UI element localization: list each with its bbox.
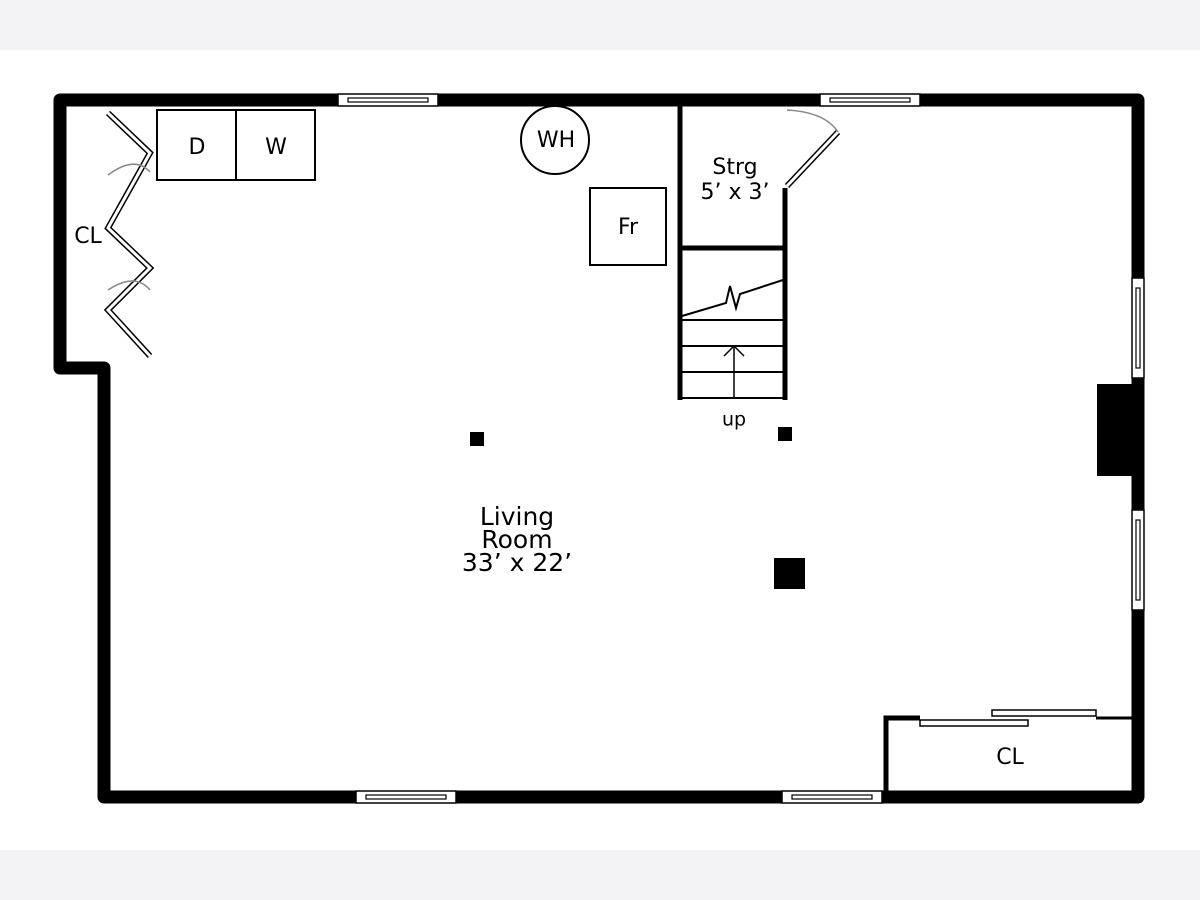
water-heater	[520, 105, 590, 175]
closet-bottom-sliding-doors	[919, 709, 1097, 727]
closet-bottom-label: CL	[996, 745, 1024, 770]
fireplace	[1097, 384, 1133, 476]
stairs-direction-label: up	[722, 409, 746, 431]
storage-name-label: Strg	[712, 155, 757, 180]
storage-dims-label: 5’ x 3’	[701, 180, 770, 205]
column-large	[774, 558, 805, 589]
exterior-wall	[53, 93, 1145, 804]
storage-door	[784, 109, 841, 189]
room-dims-label: 33’ x 22’	[462, 548, 572, 577]
window-top-left	[337, 93, 439, 107]
post-left	[470, 432, 484, 446]
window-bottom-right	[781, 790, 883, 804]
closet-bottom-wall	[883, 715, 920, 791]
window-right-upper	[1131, 277, 1145, 379]
window-right-lower	[1131, 509, 1145, 611]
room-name-line2: Room	[481, 525, 552, 554]
water-heater-label: WH	[537, 128, 575, 153]
washer-box	[235, 109, 316, 181]
dryer-label: D	[189, 135, 206, 160]
post-right	[778, 427, 792, 441]
closet-left-bifold-door	[103, 110, 155, 359]
stairs	[681, 279, 784, 399]
fridge-box	[589, 187, 667, 266]
dryer-box	[156, 109, 237, 181]
room-name-line1: Living	[480, 502, 554, 531]
fridge-label: Fr	[618, 215, 639, 240]
window-top-right	[819, 93, 921, 107]
window-bottom-left	[355, 790, 457, 804]
washer-label: W	[265, 135, 287, 160]
closet-left-label: CL	[74, 224, 102, 249]
